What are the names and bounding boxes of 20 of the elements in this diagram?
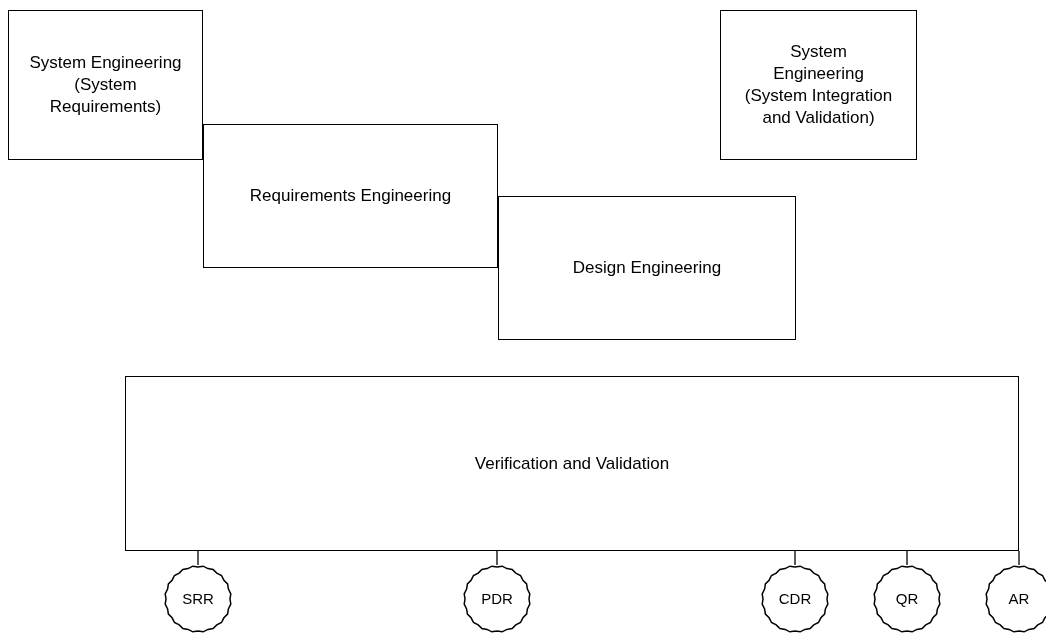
connector-line	[496, 550, 498, 566]
node-label: QR	[895, 589, 919, 609]
node-label: CDR	[778, 589, 812, 609]
connector-line	[1018, 550, 1020, 566]
node-label: System Engineering (System Integration and Validation)	[743, 41, 894, 129]
process-box	[498, 196, 796, 340]
node-label: Design Engineering	[572, 257, 722, 279]
connector-line	[906, 550, 908, 566]
process-box	[8, 10, 203, 160]
process-box	[125, 376, 1019, 551]
process-box	[203, 124, 498, 268]
process-box	[720, 10, 917, 160]
node-label: AR	[1008, 589, 1030, 609]
connector-line	[197, 550, 199, 566]
connector-line	[794, 550, 796, 566]
node-label: Verification and Validation	[474, 452, 670, 475]
node-label: System Engineering (System Requirements)	[28, 52, 183, 118]
node-label: PDR	[481, 589, 513, 609]
node-label: Requirements Engineering	[249, 185, 452, 207]
node-label: SRR	[182, 589, 214, 609]
